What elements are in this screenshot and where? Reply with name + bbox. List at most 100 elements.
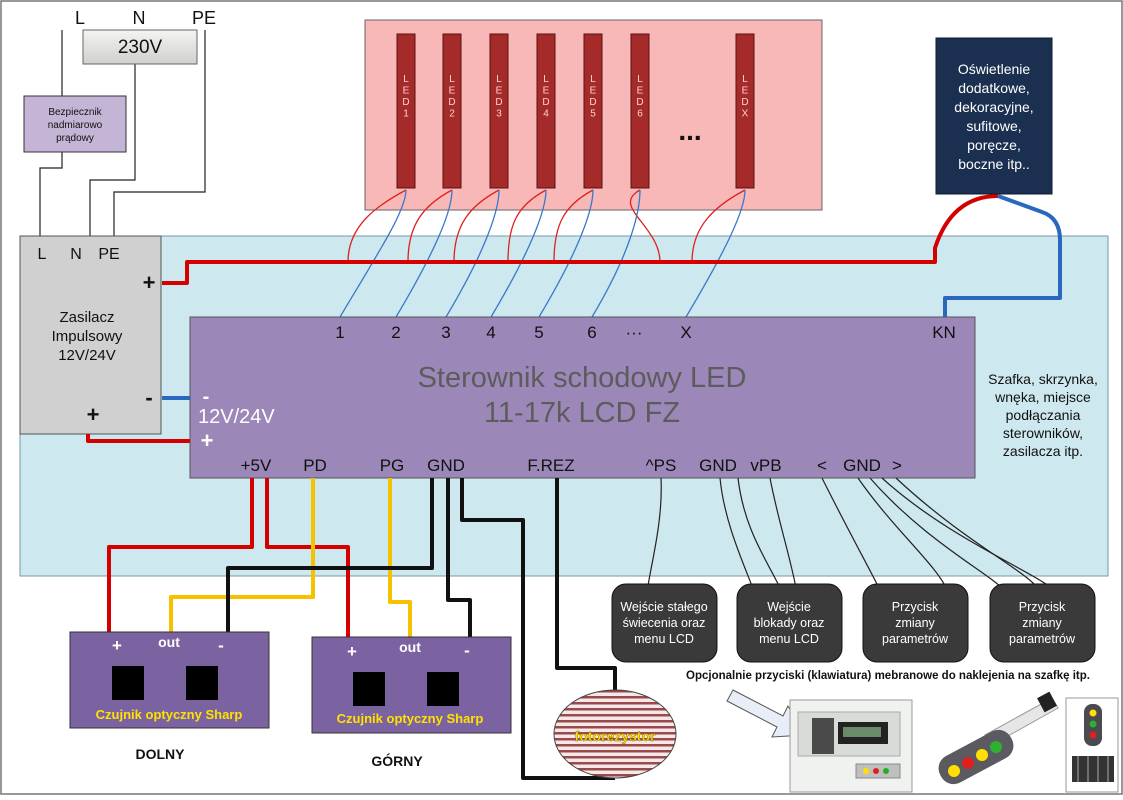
wire-pd	[169, 478, 315, 632]
mains-label-l: L	[75, 8, 85, 28]
led-strip	[442, 33, 462, 189]
controller-pin-label: >	[892, 456, 902, 475]
sensor-upper-position: GÓRNY	[371, 752, 423, 769]
wire-frez	[555, 478, 617, 690]
extra-lighting-box	[935, 37, 1053, 195]
mains-voltage: 230V	[118, 37, 163, 58]
input-box-label: świecenia oraz	[623, 616, 706, 630]
controller-title-2: 11-17k LCD FZ	[484, 397, 680, 429]
controller-kn: KN	[932, 323, 956, 342]
sensor-lower-name: Czujnik optyczny Sharp	[96, 707, 243, 722]
led-wire-output	[538, 189, 594, 318]
wire-5v-lower	[107, 478, 254, 635]
sensor-lower-plus: +	[112, 636, 122, 655]
psu-minus: -	[145, 385, 152, 410]
power-bus-positive	[162, 194, 999, 285]
sensor-upper-receiver	[427, 672, 459, 706]
led-ellipsis: ...	[678, 115, 701, 146]
fuse-label-2: nadmiarowo	[48, 120, 103, 131]
led-strip	[583, 33, 603, 189]
controller-output-label: X	[680, 323, 691, 342]
controller-output-label: 2	[391, 323, 400, 342]
controller-power-minus: -	[203, 386, 210, 408]
input-wire	[895, 477, 1037, 587]
photoresistor	[553, 689, 677, 779]
led-wire-positive	[347, 189, 407, 263]
input-box	[862, 583, 969, 663]
fuse-label-3: prądowy	[56, 133, 94, 144]
led-wire-output	[445, 189, 500, 318]
keypad-detail-photo	[1065, 697, 1119, 793]
input-box-label: zmiany	[895, 616, 935, 630]
controller-pin-label: <	[817, 456, 827, 475]
sensor-upper-emitter	[353, 672, 385, 706]
led-wire-positive	[691, 189, 746, 263]
psu-terminal-pe: PE	[98, 246, 119, 263]
led-wire-output	[685, 189, 746, 318]
sensor-upper-out: out	[399, 639, 421, 655]
input-box	[611, 583, 718, 663]
led-strip	[396, 33, 416, 189]
input-wire	[869, 477, 1005, 591]
input-wire	[647, 477, 662, 587]
led-wire-output	[395, 189, 453, 318]
extra-lighting-4: sufitowe,	[966, 118, 1021, 134]
cabinet-photo	[789, 699, 913, 793]
controller-pin-label: +5V	[241, 456, 272, 475]
psu-terminal-l: L	[38, 246, 47, 263]
input-wire	[737, 477, 781, 589]
controller-output-label: 6	[587, 323, 596, 342]
controller-pin-label: PG	[380, 456, 405, 475]
controller-power-plus: +	[201, 428, 214, 453]
led-strip	[735, 33, 755, 189]
membrane-keypad-photo	[938, 691, 1059, 785]
led-wire-output	[339, 189, 407, 318]
controller-pin-label: GND	[843, 456, 881, 475]
mains-label-n: N	[133, 8, 146, 28]
sensor-lower	[69, 631, 270, 729]
mains-wire-n	[89, 30, 136, 236]
cabinet-label-1: Szafka, skrzynka,	[988, 371, 1098, 387]
controller-output-label: ···	[626, 323, 643, 342]
extra-lighting-3: dekoracyjne,	[954, 99, 1033, 115]
led-strip	[536, 33, 556, 189]
input-wire	[769, 477, 797, 589]
membrane-arrow	[726, 689, 806, 738]
controller-pin-label: PD	[303, 456, 327, 475]
led-wire-output	[591, 189, 641, 318]
kn-return-wire	[943, 194, 1062, 317]
wire-gnd-lower	[226, 478, 434, 632]
sensor-lower-out: out	[158, 634, 180, 650]
fuse-label-1: Bezpiecznik	[48, 107, 102, 118]
power-supply	[19, 235, 162, 435]
cabinet-label-5: zasilacza itp.	[1003, 443, 1083, 459]
input-box-label: menu LCD	[634, 632, 694, 646]
input-box-label: Wejście stałego	[620, 600, 707, 614]
controller-pin-label: vPB	[750, 456, 781, 475]
controller-power-voltage: 12V/24V	[198, 406, 275, 428]
mains-wire-pe	[113, 30, 206, 236]
sensor-upper	[311, 636, 512, 734]
psu-plus-bottom: +	[87, 402, 100, 427]
psu-title-1: Zasilacz	[59, 309, 114, 326]
mains-voltage-box	[82, 29, 198, 65]
extra-lighting-1: Oświetlenie	[958, 61, 1031, 77]
input-box-label: blokady oraz	[754, 616, 825, 630]
sensor-lower-position: DOLNY	[136, 746, 186, 762]
led-wire-output	[490, 189, 547, 318]
input-box-label: parametrów	[882, 632, 949, 646]
led-wire-positive	[507, 189, 547, 263]
cabinet-label-3: podłączania	[1006, 407, 1081, 423]
wire-5v-upper	[265, 478, 350, 637]
controller-output-label: 1	[335, 323, 344, 342]
